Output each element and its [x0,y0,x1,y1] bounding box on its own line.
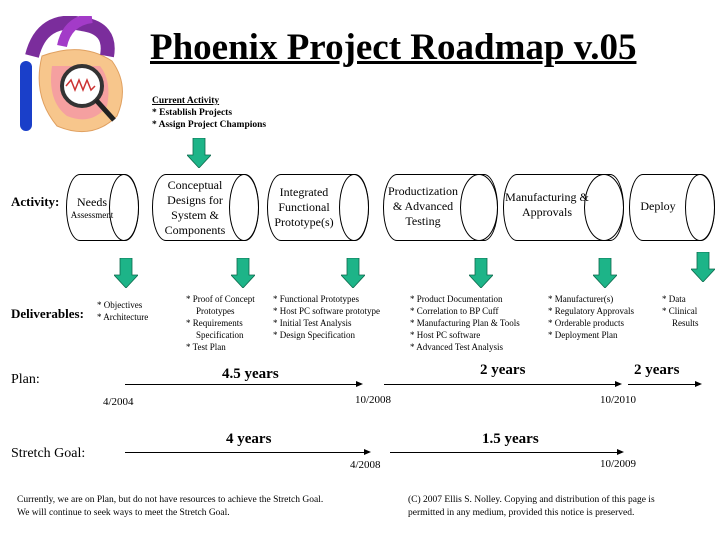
deliverable-arrow-icon [231,258,255,288]
deliverable-item: * Design Specification [273,330,355,340]
stretch-segment-2 [390,449,624,455]
deliverable-item: * Proof of Concept Prototypes [186,294,255,316]
deliverable-arrow-icon [691,252,715,282]
deliverable-arrow-icon [469,258,493,288]
activity-name: Integrated Functional Prototype(s) [274,185,334,229]
deliverable-item: * Deployment Plan [548,330,618,340]
deliverable-item: * Clinical Results [662,306,699,328]
plan-date: 10/2008 [355,394,392,406]
page-title: Phoenix Project Roadmap v.05 [150,27,637,68]
activity-name: Conceptual Designs for System & Componen… [164,177,226,237]
footer-line: We will continue to seek ways to meet th… [17,508,230,518]
deliverable-item: * Host PC software prototype [273,306,380,316]
deliverable-item: * Advanced Test Analysis [410,342,503,352]
plan-duration: 4.5 years [222,366,279,382]
deliverable-item: * Data [662,294,686,304]
activity-productization: Productization & Advanced Testing [383,174,498,241]
plan-label: Plan: [11,372,40,387]
activity-subtitle: Assessment [70,209,114,220]
activity-name: Productization & Advanced Testing [388,184,458,228]
deliverable-arrow-icon [341,258,365,288]
plan-segment-1 [125,381,363,387]
activity-manufacturing: Manufacturing & Approvals [503,174,624,241]
deliverables-productization: * Product Documentation * Correlation to… [410,293,520,353]
deliverable-arrow-icon [114,258,138,288]
stretch-date: 4/2008 [350,459,381,471]
deliverable-item: * Initial Test Analysis [273,318,352,328]
footer-line: (C) 2007 Ellis S. Nolley. Copying and di… [408,495,655,505]
activity-integrated-prototype: Integrated Functional Prototype(s) [267,174,369,241]
deliverable-item: * Manufacturing Plan & Tools [410,318,520,328]
current-activity: Current Activity * Establish Projects * … [152,95,266,131]
plan-segment-3 [628,381,702,387]
activity-name: Deploy [640,199,676,213]
activity-conceptual-designs: Conceptual Designs for System & Componen… [152,174,259,241]
deliverable-item: * Architecture [97,312,149,322]
deliverable-arrow-icon [593,258,617,288]
deliverables-needs: * Objectives * Architecture [97,299,148,323]
footer-line: permitted in any medium, provided this n… [408,508,635,518]
plan-date: 10/2010 [600,394,637,406]
footer-copyright: (C) 2007 Ellis S. Nolley. Copying and di… [408,494,655,520]
current-activity-arrow-icon [187,138,211,168]
deliverable-item: * Manufacturer(s) [548,294,614,304]
stretch-duration: 4 years [226,431,272,447]
plan-date: 4/2004 [103,396,134,408]
activity-name: Manufacturing & Approvals [505,190,589,219]
plan-duration: 2 years [634,362,680,378]
deliverable-item: * Orderable products [548,318,624,328]
deliverables-integrated: * Functional Prototypes * Host PC softwa… [273,293,380,341]
activity-name: Needs [77,194,107,209]
deliverable-item: * Regulatory Approvals [548,306,634,316]
current-activity-item: * Establish Projects [152,108,233,118]
stretch-segment-1 [125,449,371,455]
deliverables-deploy: * Data * Clinical Results [662,293,717,329]
deliverables-conceptual: * Proof of Concept Prototypes * Requirem… [186,293,276,353]
current-activity-heading: Current Activity [152,96,220,106]
deliverable-item: * Product Documentation [410,294,503,304]
footer-line: Currently, we are on Plan, but do not ha… [17,495,324,505]
activity-deploy: Deploy [629,174,715,241]
heart-logo-icon [20,16,123,133]
deliverable-item: * Objectives [97,300,143,310]
plan-duration: 2 years [480,362,526,378]
stretch-date: 10/2009 [600,458,637,470]
plan-segment-2 [384,381,622,387]
deliverables-manufacturing: * Manufacturer(s) * Regulatory Approvals… [548,293,634,341]
stretch-goal-label: Stretch Goal: [11,446,86,461]
deliverable-item: * Correlation to BP Cuff [410,306,499,316]
footer-status-note: Currently, we are on Plan, but do not ha… [17,494,323,520]
current-activity-item: * Assign Project Champions [152,120,267,130]
deliverable-item: * Functional Prototypes [273,294,359,304]
stretch-duration: 1.5 years [482,431,539,447]
deliverable-item: * Host PC software [410,330,481,340]
deliverable-item: * Requirements Specification [186,318,244,340]
activity-label: Activity: [11,194,60,209]
deliverable-item: * Test Plan [186,342,226,352]
deliverables-label: Deliverables: [11,306,84,321]
